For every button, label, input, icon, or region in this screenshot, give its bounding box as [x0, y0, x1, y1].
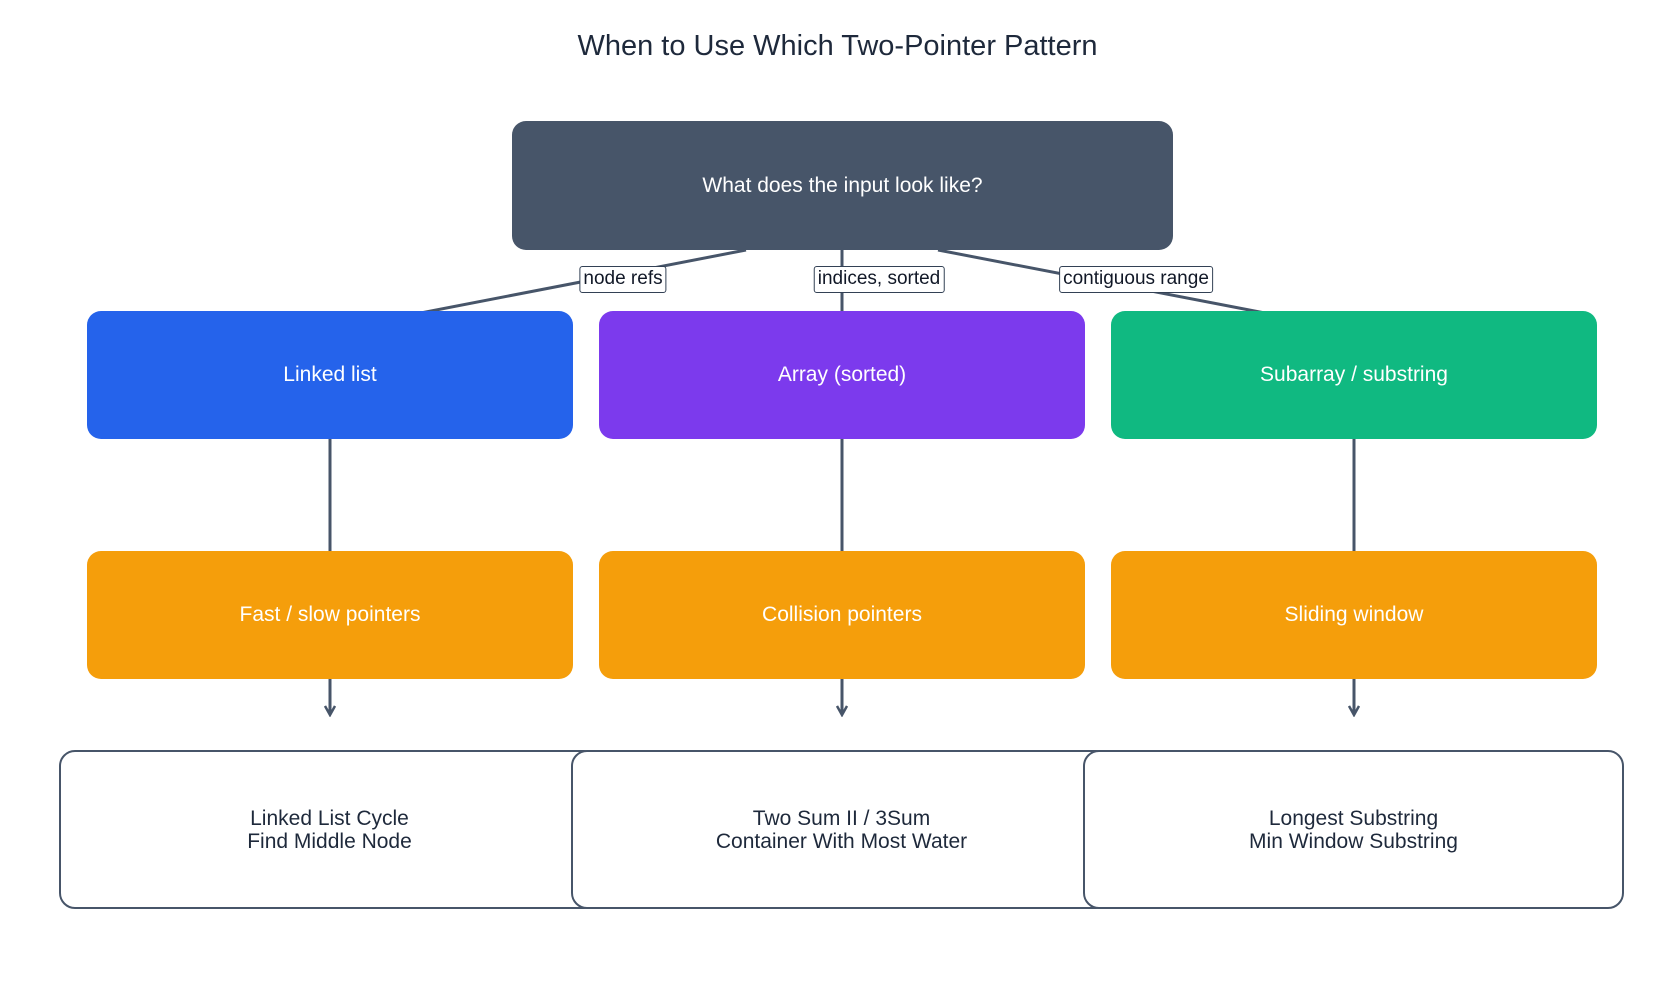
pattern-sliding-window: Sliding window	[1111, 551, 1597, 679]
root-question-node: What does the input look like?	[512, 121, 1173, 250]
example-two-sum-3sum: Two Sum II / 3Sum	[752, 806, 931, 830]
category-array-sorted: Array (sorted)	[599, 311, 1085, 439]
examples-fast-slow: Linked List Cycle Find Middle Node	[59, 750, 600, 909]
edge-label-indices-sorted: indices, sorted	[813, 266, 945, 293]
example-min-window-substring: Min Window Substring	[1249, 829, 1458, 853]
category-subarray-substring: Subarray / substring	[1111, 311, 1597, 439]
pattern-collision-pointers: Collision pointers	[599, 551, 1085, 679]
pattern-fast-slow-pointers: Fast / slow pointers	[87, 551, 573, 679]
examples-sliding-window: Longest Substring Min Window Substring	[1083, 750, 1624, 909]
example-longest-substring: Longest Substring	[1268, 806, 1439, 830]
diagram-title: When to Use Which Two-Pointer Pattern	[577, 30, 1098, 62]
example-linked-list-cycle: Linked List Cycle	[250, 806, 409, 830]
category-linked-list: Linked list	[87, 311, 573, 439]
example-find-middle-node: Find Middle Node	[247, 829, 412, 853]
examples-collision: Two Sum II / 3Sum Container With Most Wa…	[571, 750, 1112, 909]
edge-label-contiguous-range: contiguous range	[1059, 266, 1213, 293]
edge-label-node-refs: node refs	[579, 266, 667, 293]
example-container-most-water: Container With Most Water	[715, 829, 968, 853]
